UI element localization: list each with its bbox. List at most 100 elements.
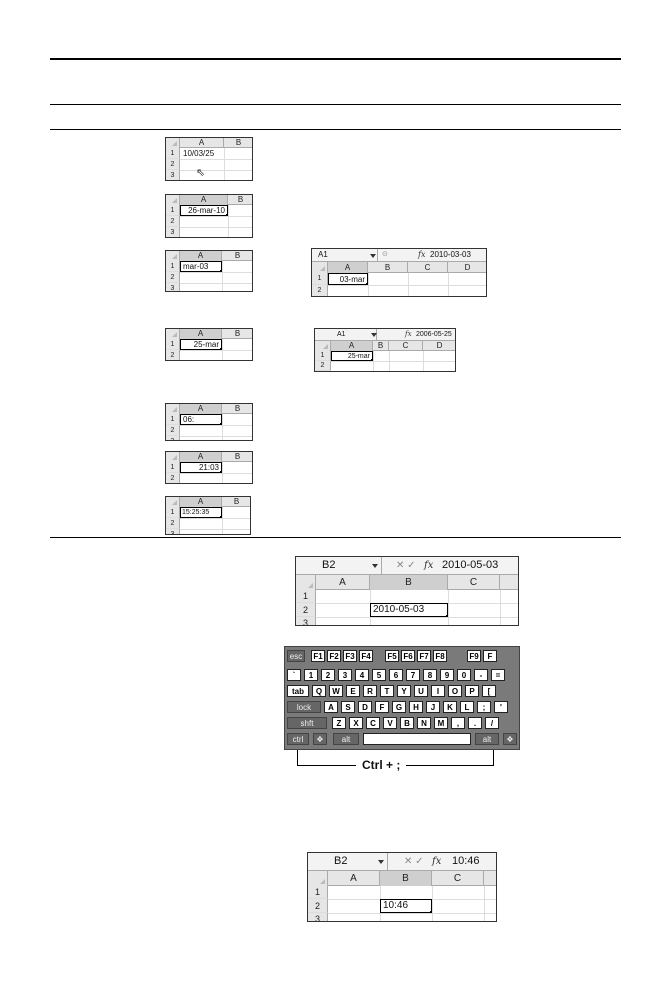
key-[interactable]: ' (494, 701, 508, 713)
column-header-b[interactable]: B (368, 262, 408, 273)
column-header-a[interactable]: A (328, 871, 380, 886)
key-c[interactable]: C (366, 717, 380, 729)
row-header-1[interactable]: 1 (166, 414, 180, 425)
cell-a1[interactable]: 25-mar (180, 339, 222, 350)
select-all-corner[interactable] (166, 329, 180, 339)
column-header-d[interactable]: D (423, 341, 455, 351)
key-f6[interactable]: F6 (401, 650, 415, 662)
row-header-2[interactable]: 2 (296, 603, 316, 617)
key-f5[interactable]: F5 (385, 650, 399, 662)
key-s[interactable]: S (341, 701, 355, 713)
fx-icon[interactable]: fx (424, 560, 434, 571)
key-i[interactable]: I (431, 685, 445, 697)
name-box-dropdown-icon[interactable] (371, 333, 377, 337)
key-f7[interactable]: F7 (417, 650, 431, 662)
key-b[interactable]: B (400, 717, 414, 729)
key-9[interactable]: 9 (440, 669, 454, 681)
column-header-b[interactable]: B (222, 452, 252, 462)
column-header-d[interactable]: D (448, 262, 486, 273)
key-alt[interactable]: alt (333, 733, 359, 745)
column-header-a[interactable]: A (180, 251, 222, 261)
key-f3[interactable]: F3 (343, 650, 357, 662)
column-header-b[interactable]: B (222, 329, 252, 339)
key-1[interactable]: 1 (304, 669, 318, 681)
column-header-a[interactable]: A (180, 452, 222, 462)
key-f1[interactable]: F1 (311, 650, 325, 662)
column-header-b[interactable]: B (224, 138, 252, 148)
key-z[interactable]: Z (332, 717, 346, 729)
key-d[interactable]: D (358, 701, 372, 713)
row-header-2[interactable]: 2 (166, 473, 180, 483)
key-5[interactable]: 5 (372, 669, 386, 681)
formula-bar-value[interactable]: 10:46 (452, 855, 480, 867)
key-[interactable]: / (485, 717, 499, 729)
name-box[interactable]: B2 (296, 557, 382, 574)
column-header-b[interactable]: B (373, 341, 389, 351)
key-p[interactable]: P (465, 685, 479, 697)
column-header-b[interactable]: B (222, 251, 252, 261)
row-header-1[interactable]: 1 (315, 351, 331, 361)
select-all-corner[interactable] (166, 404, 180, 414)
row-header-3[interactable]: 3 (166, 436, 180, 440)
key-lock[interactable]: lock (287, 701, 321, 713)
key-2[interactable]: 2 (321, 669, 335, 681)
row-header-2[interactable]: 2 (315, 361, 331, 371)
row-header-1[interactable]: 1 (166, 205, 180, 216)
row-header-2[interactable]: 2 (166, 425, 180, 436)
key-a[interactable]: A (324, 701, 338, 713)
key-[interactable]: - (474, 669, 488, 681)
row-header-1[interactable]: 1 (296, 590, 316, 603)
key-r[interactable]: R (363, 685, 377, 697)
cell-a1[interactable]: 15:25:35 (180, 507, 222, 518)
column-header-a[interactable]: A (180, 138, 224, 148)
row-header-3[interactable]: 3 (296, 617, 316, 625)
row-header-2[interactable]: 2 (312, 285, 328, 296)
fx-icon[interactable]: fx (418, 250, 426, 259)
row-header-1[interactable]: 1 (166, 261, 180, 272)
row-header-2[interactable]: 2 (166, 350, 180, 360)
fx-icon[interactable]: fx (405, 330, 412, 338)
column-header-a[interactable]: A (180, 497, 222, 507)
column-header-a[interactable]: A (331, 341, 373, 351)
key-h[interactable]: H (409, 701, 423, 713)
formula-bar-value[interactable]: 2010-05-03 (442, 559, 499, 571)
key-w[interactable]: W (329, 685, 343, 697)
row-header-3[interactable]: 3 (166, 283, 180, 291)
key-f[interactable]: F (375, 701, 389, 713)
row-header-1[interactable]: 1 (312, 273, 328, 285)
cell-a1[interactable]: 06: (180, 414, 222, 425)
key-ctrl[interactable]: ctrl (287, 733, 309, 745)
key-[interactable]: , (451, 717, 465, 729)
key-m[interactable]: M (434, 717, 448, 729)
column-header-a[interactable]: A (180, 404, 222, 414)
fx-icon[interactable]: fx (432, 856, 442, 867)
key-y[interactable]: Y (397, 685, 411, 697)
key-f9[interactable]: F9 (467, 650, 481, 662)
key-n[interactable]: N (417, 717, 431, 729)
row-header-3[interactable]: 3 (166, 170, 180, 180)
key-k[interactable]: K (443, 701, 457, 713)
row-header-3[interactable]: 3 (166, 529, 180, 534)
select-all-corner[interactable] (166, 251, 180, 261)
name-box-dropdown-icon[interactable] (378, 860, 384, 864)
row-header-2[interactable]: 2 (166, 159, 180, 170)
column-header-c[interactable]: C (448, 575, 500, 590)
cell-b2[interactable]: 10:46 (380, 899, 432, 913)
key-shft[interactable]: shft (287, 717, 327, 729)
key-j[interactable]: J (426, 701, 440, 713)
key-3[interactable]: 3 (338, 669, 352, 681)
key-[interactable]: [ (482, 685, 496, 697)
row-header-3[interactable]: 3 (308, 913, 328, 921)
row-header-2[interactable]: 2 (166, 216, 180, 227)
key-tab[interactable]: tab (287, 685, 309, 697)
key-f2[interactable]: F2 (327, 650, 341, 662)
formula-bar-value[interactable]: 2006-05-25 (416, 331, 452, 338)
key-8[interactable]: 8 (423, 669, 437, 681)
name-box[interactable]: B2 (308, 853, 388, 870)
cell-a1[interactable]: 26-mar-10 (180, 205, 228, 216)
key-6[interactable]: 6 (389, 669, 403, 681)
cell-a1[interactable]: 25-mar (331, 351, 373, 361)
key-t[interactable]: T (380, 685, 394, 697)
row-header-2[interactable]: 2 (308, 899, 328, 913)
cell-a1[interactable]: 03-mar (328, 273, 368, 285)
